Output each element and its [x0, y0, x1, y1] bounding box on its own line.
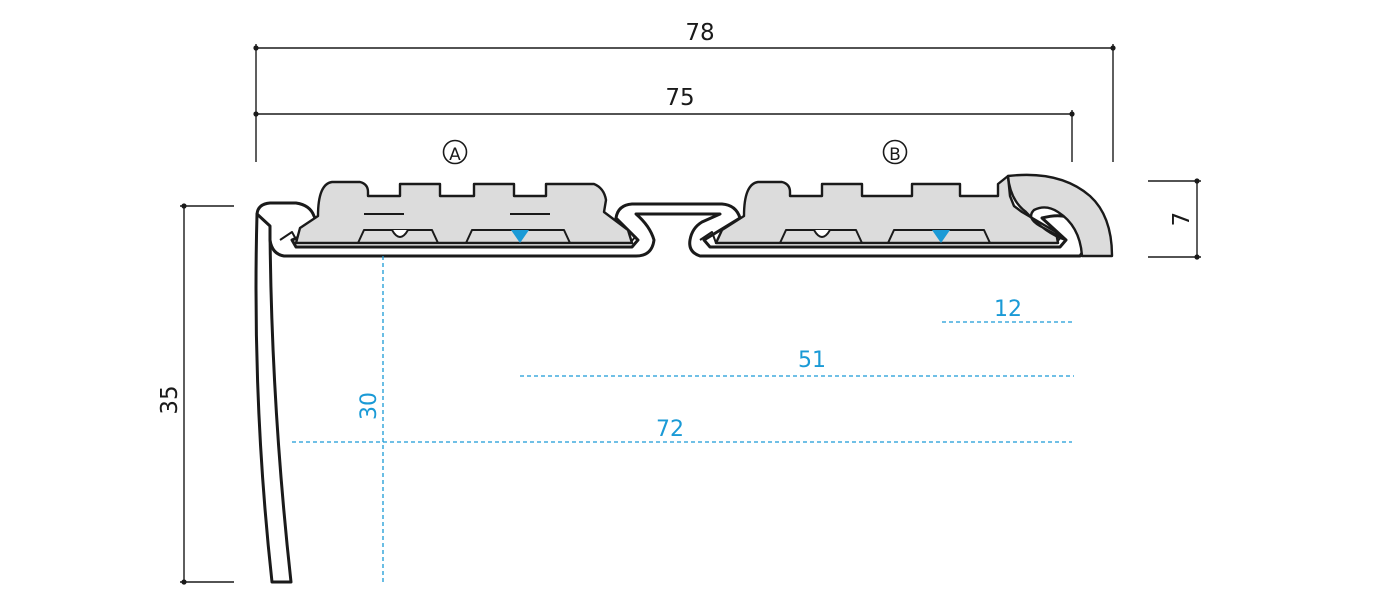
insert-marker-a-label: A — [449, 145, 461, 165]
insert-marker-b-label: B — [889, 145, 901, 165]
dimension-height: 35 — [157, 203, 234, 585]
dimension-insert-height: 7 — [1148, 178, 1201, 260]
profile-leg — [254, 212, 293, 584]
insert-a-body — [294, 180, 634, 245]
dimension-support-width-label: 75 — [665, 85, 694, 111]
layout-dimension-72: 72 — [656, 417, 684, 442]
insert-b-indicator — [932, 230, 950, 243]
nosing-hook — [1006, 173, 1114, 258]
dimension-overall-width-label: 78 — [685, 20, 714, 46]
dimension-support-width: 75 — [253, 85, 1075, 162]
layout-dimension-30: 30 — [357, 392, 382, 420]
insert-marker-b: B — [882, 139, 908, 165]
dimension-overall-width: 78 — [253, 20, 1116, 162]
layout-dimension-12: 12 — [994, 297, 1022, 322]
insert-b-body — [714, 174, 1060, 245]
layout-dimensions: 12 51 72 30 — [292, 256, 1074, 582]
insert-a-indicator — [511, 230, 529, 243]
layout-dimension-51: 51 — [798, 348, 826, 373]
anti-slip-insert-a — [294, 180, 634, 245]
dimension-height-label: 35 — [157, 385, 183, 414]
dimension-insert-height-label: 7 — [1169, 212, 1195, 227]
anti-slip-insert-b — [714, 174, 1060, 245]
insert-marker-a: A — [442, 139, 468, 165]
